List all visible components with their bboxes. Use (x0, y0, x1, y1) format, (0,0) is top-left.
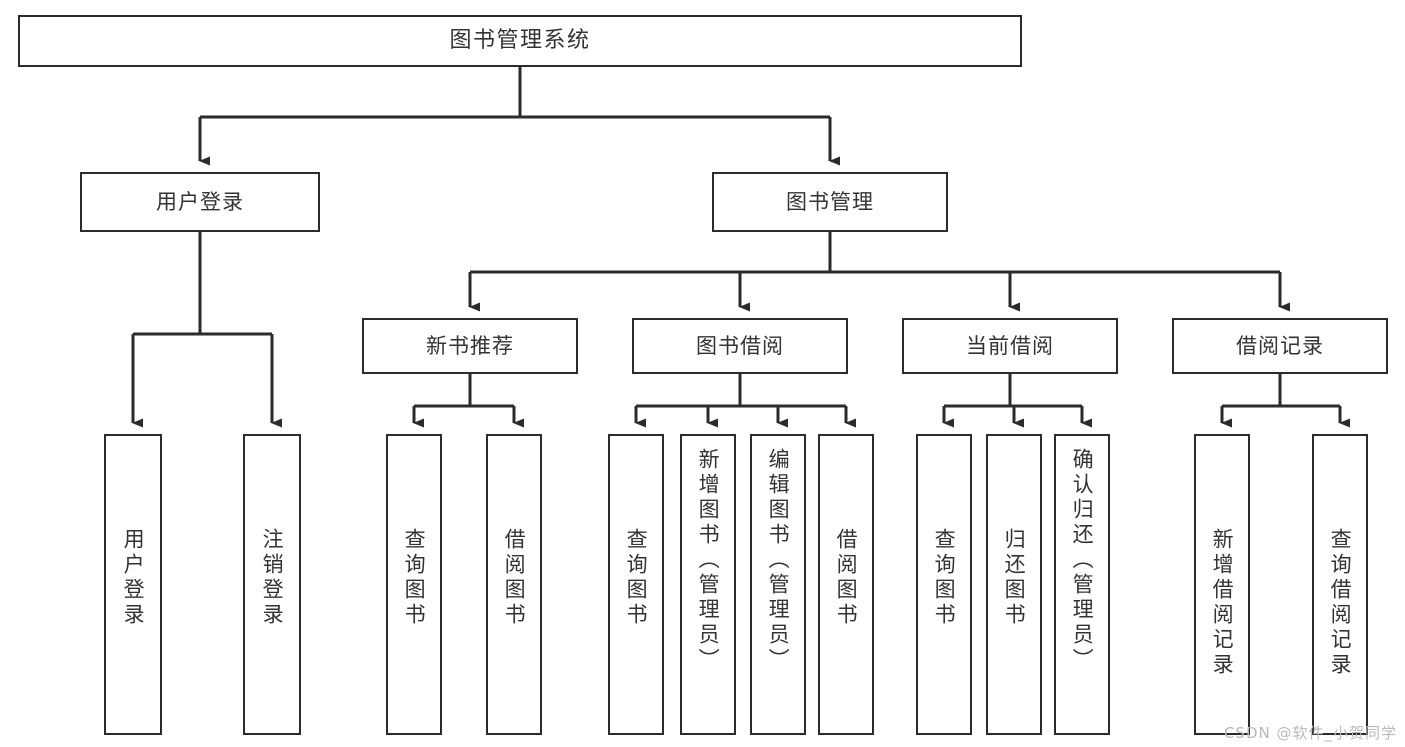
node-leaf-logout[interactable]: 注销登录 (243, 434, 301, 735)
node-leaf-add-borrow-record-label: 新增借阅记录 (1210, 528, 1235, 678)
node-user-login-label: 用户登录 (156, 189, 244, 214)
node-leaf-logout-label: 注销登录 (260, 528, 285, 628)
node-leaf-query-book-borrow[interactable]: 查询图书 (608, 434, 664, 735)
node-borrow-record-label: 借阅记录 (1236, 333, 1324, 358)
node-leaf-query-book-current[interactable]: 查询图书 (916, 434, 972, 735)
node-leaf-query-borrow-record-label: 查询借阅记录 (1328, 528, 1353, 678)
node-leaf-query-book-recommend[interactable]: 查询图书 (386, 434, 442, 735)
node-leaf-query-book-current-label: 查询图书 (932, 528, 957, 628)
node-book-manage[interactable]: 图书管理 (712, 172, 948, 232)
node-leaf-query-book-recommend-label: 查询图书 (402, 528, 427, 628)
node-user-login[interactable]: 用户登录 (80, 172, 320, 232)
node-new-book-recommend-label: 新书推荐 (426, 333, 514, 358)
node-leaf-add-borrow-record[interactable]: 新增借阅记录 (1194, 434, 1250, 735)
node-leaf-query-borrow-record[interactable]: 查询借阅记录 (1312, 434, 1368, 735)
node-leaf-user-login-label: 用户登录 (121, 528, 146, 628)
node-book-manage-label: 图书管理 (786, 189, 874, 214)
node-book-borrow-label: 图书借阅 (696, 333, 784, 358)
node-leaf-query-book-borrow-label: 查询图书 (624, 528, 649, 628)
node-borrow-record[interactable]: 借阅记录 (1172, 318, 1388, 374)
node-leaf-borrow-book[interactable]: 借阅图书 (818, 434, 874, 735)
node-new-book-recommend[interactable]: 新书推荐 (362, 318, 578, 374)
node-leaf-add-book-label: 新增图书（管理员） (696, 448, 721, 673)
node-leaf-edit-book-label: 编辑图书（管理员） (766, 448, 791, 673)
node-current-borrow[interactable]: 当前借阅 (902, 318, 1118, 374)
node-leaf-return-book-label: 归还图书 (1002, 528, 1027, 628)
node-leaf-return-book[interactable]: 归还图书 (986, 434, 1042, 735)
node-leaf-borrow-book-recommend[interactable]: 借阅图书 (486, 434, 542, 735)
node-root-label: 图书管理系统 (449, 28, 591, 54)
node-book-borrow[interactable]: 图书借阅 (632, 318, 848, 374)
node-current-borrow-label: 当前借阅 (966, 333, 1054, 358)
node-leaf-add-book[interactable]: 新增图书（管理员） (680, 434, 736, 735)
node-leaf-user-login[interactable]: 用户登录 (104, 434, 162, 735)
watermark-text: CSDN @软件_小贺同学 (1223, 724, 1397, 742)
node-leaf-borrow-book-label: 借阅图书 (834, 528, 859, 628)
node-leaf-edit-book[interactable]: 编辑图书（管理员） (750, 434, 806, 735)
node-leaf-borrow-book-recommend-label: 借阅图书 (502, 528, 527, 628)
node-leaf-confirm-return[interactable]: 确认归还（管理员） (1054, 434, 1110, 735)
node-leaf-confirm-return-label: 确认归还（管理员） (1070, 448, 1095, 673)
node-root[interactable]: 图书管理系统 (18, 15, 1022, 67)
